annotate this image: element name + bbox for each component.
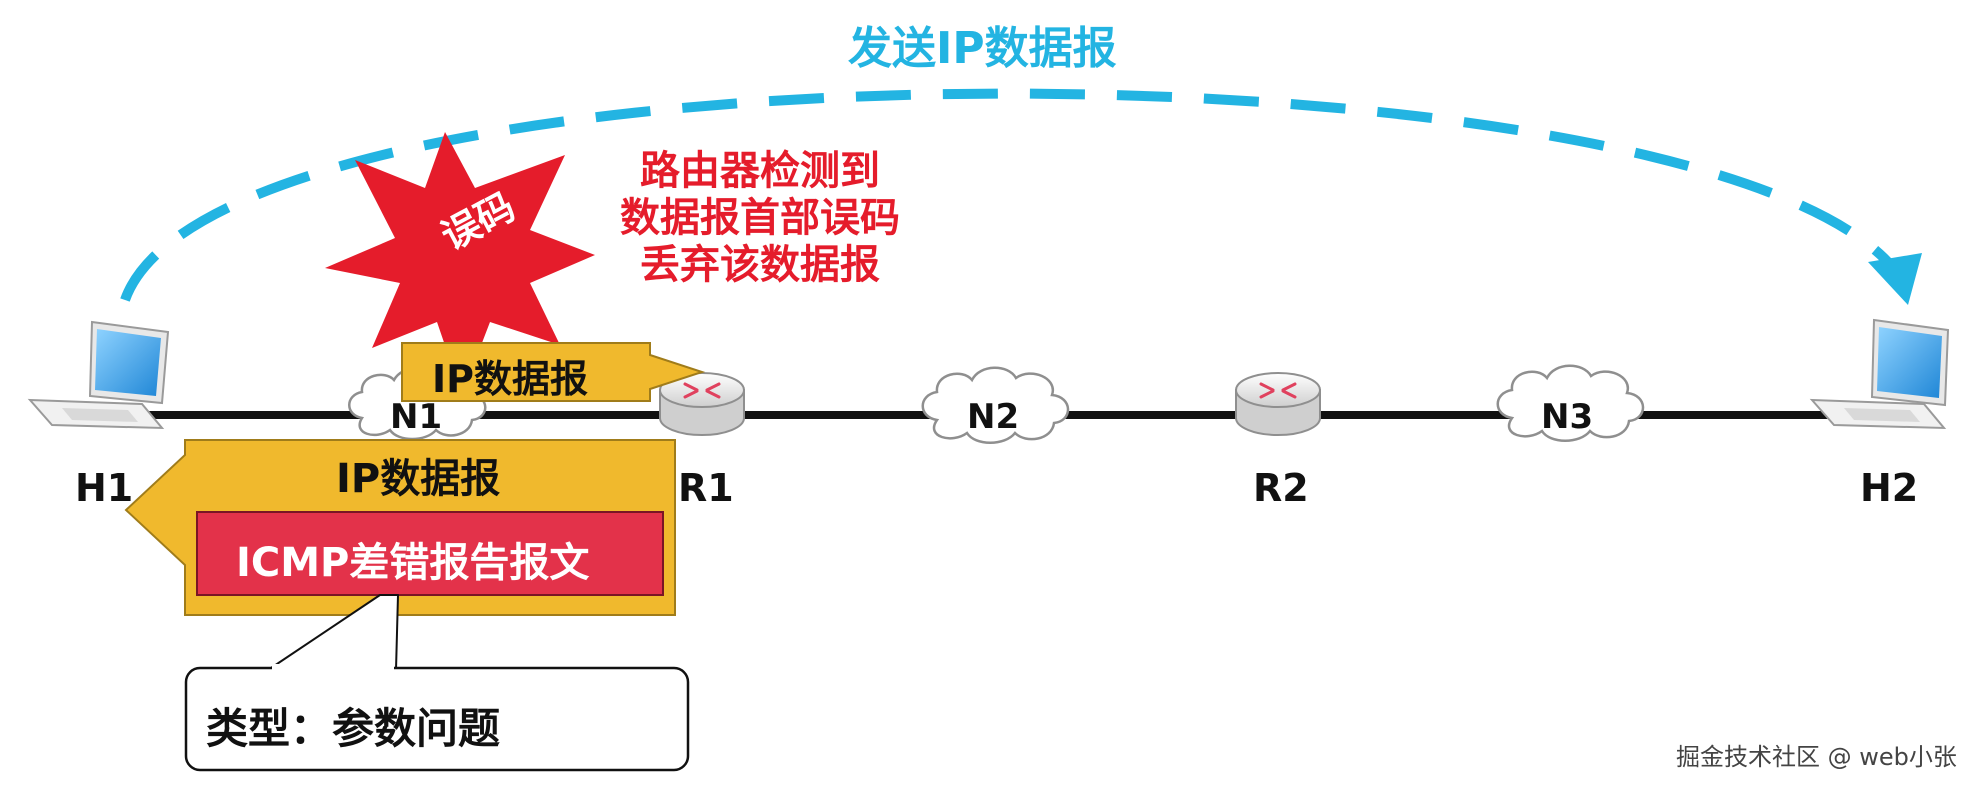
router-notice-line1: 路由器检测到: [640, 148, 880, 194]
host2-label: H2: [1860, 466, 1919, 510]
router-notice-line3: 丢弃该数据报: [640, 242, 880, 288]
network2-cloud-icon: [921, 366, 1070, 444]
host1-laptop-icon: [27, 320, 170, 430]
router-notice: 路由器检测到 数据报首部误码 丢弃该数据报: [590, 148, 930, 289]
router1-icon: [659, 372, 745, 436]
router2-icon: [1235, 372, 1321, 436]
arc-arrowhead: [1868, 253, 1922, 305]
callout-label: 类型：参数问题: [206, 704, 501, 753]
network3-label: N3: [1541, 397, 1594, 437]
error-starburst-icon: [325, 132, 595, 395]
icmp-message-label: ICMP差错报告报文: [236, 540, 590, 586]
network1-label: N1: [390, 397, 443, 437]
icmp-message-box: [196, 511, 664, 596]
network3-cloud-icon: [1496, 364, 1645, 442]
forward-datagram-arrow: [401, 342, 706, 402]
send-arc: [120, 88, 1922, 305]
return-datagram-label: IP数据报: [336, 456, 501, 502]
router1-label: R1: [678, 466, 734, 510]
host1-label: H1: [75, 466, 134, 510]
network2-label: N2: [967, 397, 1020, 437]
router-notice-line2: 数据报首部误码: [620, 195, 900, 241]
callout-box: [184, 666, 690, 772]
host2-laptop-icon: [1809, 318, 1950, 430]
router2-label: R2: [1253, 466, 1309, 510]
watermark: 掘金技术社区 @ web小张: [1676, 743, 1957, 771]
send-arc-label: 发送IP数据报: [848, 23, 1117, 74]
forward-datagram-label: IP数据报: [432, 357, 588, 401]
